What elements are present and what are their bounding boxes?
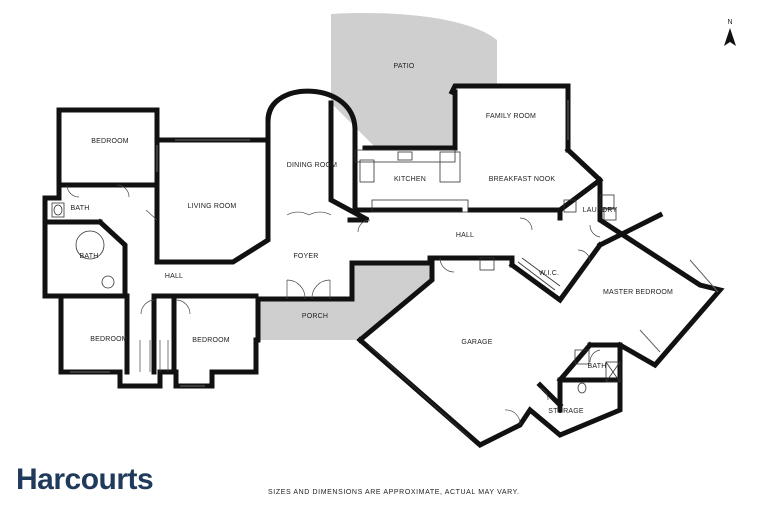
room-label-storage: STORAGE <box>548 408 584 415</box>
garage-door <box>367 344 471 439</box>
room-label-breakfast-nook: BREAKFAST NOOK <box>489 176 556 183</box>
room-label-bedroom-mid: BEDROOM <box>192 337 230 344</box>
brand-logo: Harcourts <box>16 463 154 496</box>
room-label-bath-master: BATH <box>588 363 607 370</box>
door-swings <box>66 184 601 426</box>
disclaimer-text: SIZES AND DIMENSIONS ARE APPROXIMATE, AC… <box>268 489 520 496</box>
room-label-bedroom-top: BEDROOM <box>91 138 129 145</box>
room-label-hall-left: HALL <box>165 273 183 280</box>
room-label-hall-right: HALL <box>456 232 474 239</box>
room-label-bath-small: BATH <box>71 205 90 212</box>
windows <box>70 100 719 387</box>
room-label-master-bedroom: MASTER BEDROOM <box>603 289 673 296</box>
room-label-garage: GARAGE <box>461 339 492 346</box>
room-label-foyer: FOYER <box>293 253 318 260</box>
room-label-wic: W.I.C. <box>539 270 559 277</box>
north-label: N <box>727 19 732 26</box>
north-arrow-icon: N <box>724 19 736 46</box>
room-label-porch: PORCH <box>302 313 328 320</box>
room-label-living-room: LIVING ROOM <box>188 203 237 210</box>
patio-area <box>331 13 497 149</box>
room-label-kitchen: KITCHEN <box>394 176 426 183</box>
room-label-bedroom-left: BEDROOM <box>90 336 128 343</box>
room-label-family-room: FAMILY ROOM <box>486 113 536 120</box>
room-label-laundry: LAUNDRY <box>583 207 618 214</box>
interior-walls <box>42 89 664 413</box>
room-label-dining-room: DINING ROOM <box>287 162 337 169</box>
fixtures <box>51 149 621 394</box>
room-label-patio: PATIO <box>394 63 415 70</box>
room-label-bath-left: BATH <box>80 253 99 260</box>
